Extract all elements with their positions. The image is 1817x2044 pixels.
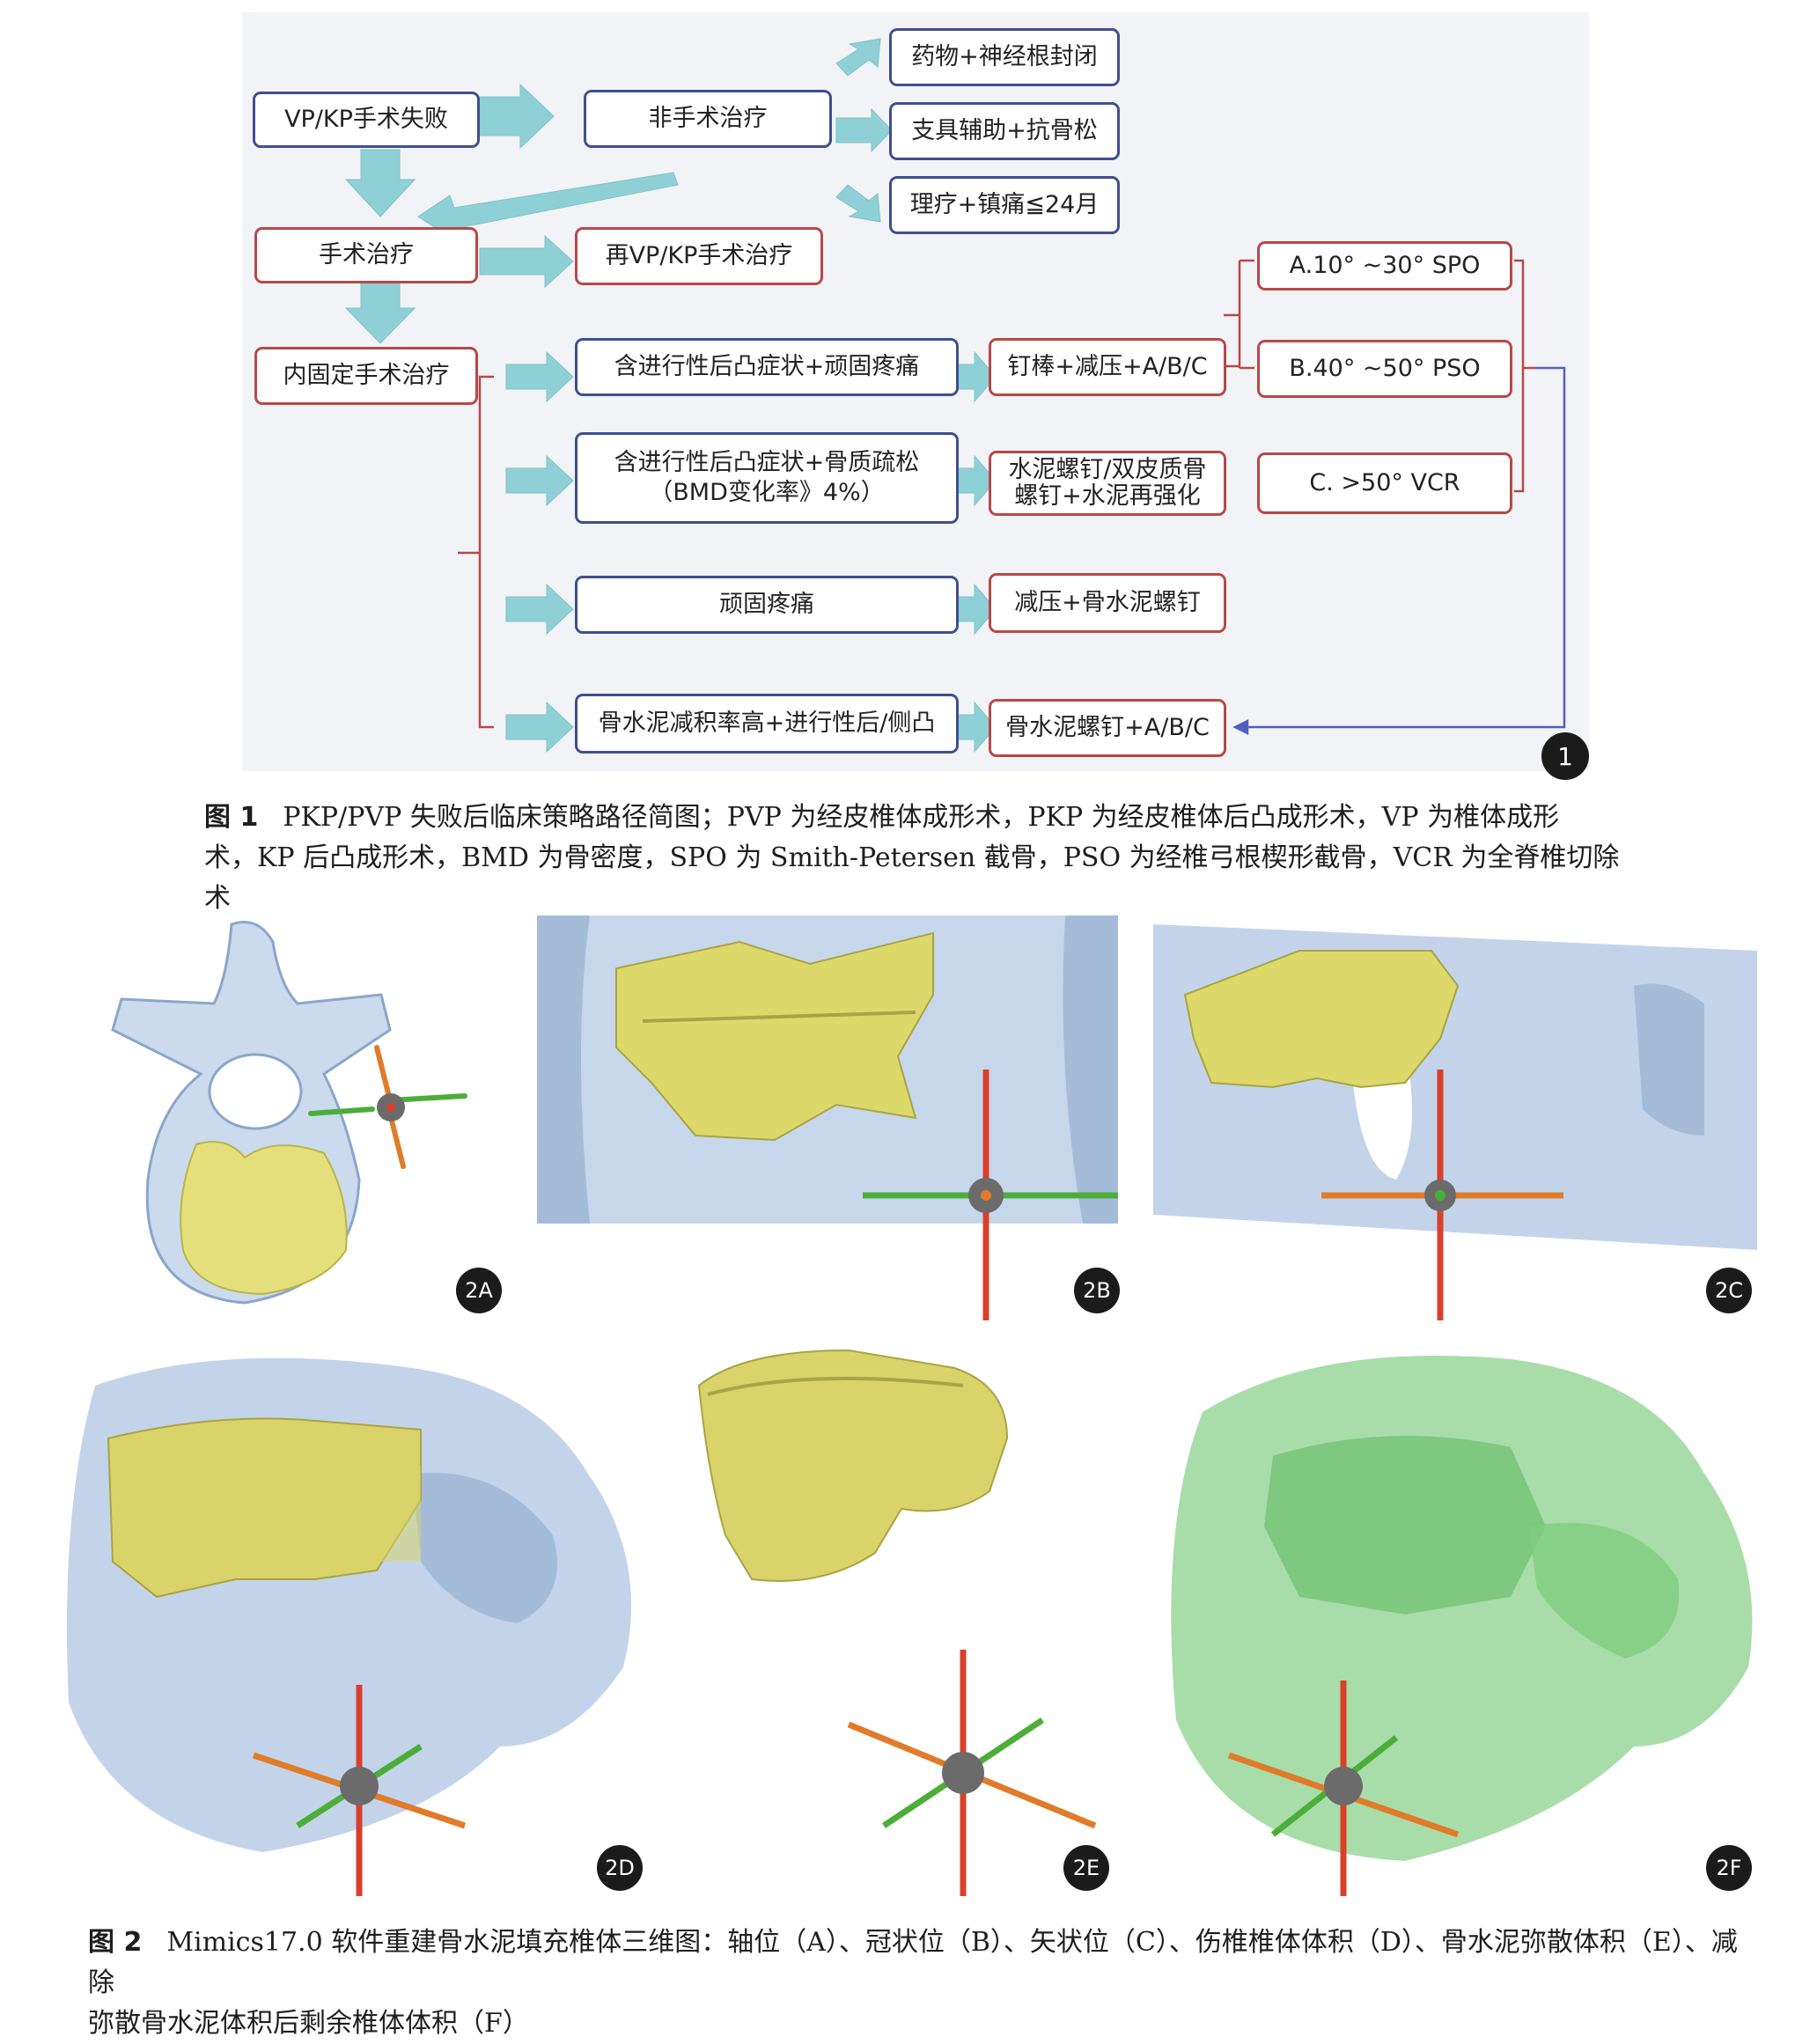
panel-2e-cement-volume: 2E bbox=[673, 1333, 1125, 1905]
arrow-to-cond4 bbox=[505, 701, 574, 754]
arrow-to-cond1 bbox=[505, 350, 574, 403]
box-treatment-cement-screw-line2: 螺钉+水泥再强化 bbox=[1014, 482, 1201, 510]
box-vpkp-fail-text: VP/KP手术失败 bbox=[284, 106, 448, 133]
box-vpkp-fail: VP/KP手术失败 bbox=[253, 92, 480, 148]
box-condition-kyphosis-pain: 含进行性后凸症状+顽固疼痛 bbox=[575, 338, 959, 396]
arrow-to-drug bbox=[835, 38, 881, 77]
flowchart-figure: VP/KP手术失败 非手术治疗 药物+神经根封闭 支具辅助+抗骨松 理疗+镇痛≦… bbox=[242, 12, 1589, 780]
arrow-to-cond3 bbox=[505, 583, 574, 636]
box-condition-kyphosis-osteoporosis: 含进行性后凸症状+骨质疏松 （BMD变化率》4%） bbox=[575, 432, 959, 524]
box-option-vcr: C. >50° VCR bbox=[1257, 452, 1512, 514]
panel-2f-residual-volume: 2F bbox=[1141, 1333, 1768, 1905]
figure2-caption-text1: Mimics17.0 软件重建骨水泥填充椎体三维图：轴位（A）、冠状位（B）、矢… bbox=[88, 1927, 1738, 1998]
box-condition-refractory-pain-text: 顽固疼痛 bbox=[719, 591, 814, 618]
panel-2b-label: 2B bbox=[1074, 1268, 1120, 1313]
panel-2d-render bbox=[67, 1357, 631, 1896]
panel-2b-coronal: 2B bbox=[519, 915, 1136, 1327]
box-treatment-rod-decompression-text: 钉棒+减压+A/B/C bbox=[1007, 353, 1208, 380]
arrow-to-revpkp bbox=[479, 234, 574, 289]
box-physio-text: 理疗+镇痛≦24月 bbox=[909, 191, 1100, 218]
box-treatment-decompression-screw: 减压+骨水泥螺钉 bbox=[989, 573, 1226, 633]
box-condition-cement-reduction: 骨水泥减积率高+进行性后/侧凸 bbox=[575, 694, 959, 754]
bracket-options-right bbox=[1514, 259, 1536, 493]
return-connector bbox=[1237, 366, 1566, 729]
box-internal-fixation: 内固定手术治疗 bbox=[254, 347, 478, 405]
box-drug: 药物+神经根封闭 bbox=[889, 28, 1120, 86]
figure1-number-badge: 1 bbox=[1541, 732, 1589, 780]
box-treatment-cement-screw-abc: 骨水泥螺钉+A/B/C bbox=[989, 699, 1226, 757]
box-drug-text: 药物+神经根封闭 bbox=[911, 43, 1098, 70]
bracket-options-left bbox=[1224, 259, 1254, 370]
arrow-to-physio bbox=[835, 184, 881, 223]
panel-2b-render bbox=[537, 915, 1118, 1320]
box-condition-refractory-pain: 顽固疼痛 bbox=[575, 576, 959, 634]
figure1-caption-text1: PKP/PVP 失败后临床策略路径简图；PVP 为经皮椎体成形术，PKP 为经皮… bbox=[283, 802, 1560, 833]
panel-2f-render bbox=[1171, 1356, 1753, 1896]
panel-2e-render bbox=[697, 1349, 1097, 1896]
box-surgical-text: 手术治疗 bbox=[319, 241, 414, 268]
arrow-to-internalfix bbox=[344, 281, 416, 344]
box-non-surgical: 非手术治疗 bbox=[584, 90, 832, 148]
figure1-caption-label: 图 1 bbox=[204, 802, 259, 833]
panel-2a-axial: 2A bbox=[42, 915, 518, 1327]
box-condition-cement-reduction-text: 骨水泥减积率高+进行性后/侧凸 bbox=[598, 710, 936, 737]
bracket-conditions bbox=[478, 375, 494, 729]
arrow-fail-to-surgical bbox=[344, 149, 416, 217]
figure1-caption-line1: 图 1 PKP/PVP 失败后临床策略路径简图；PVP 为经皮椎体成形术，PKP … bbox=[204, 798, 1630, 838]
box-condition-kyphosis-pain-text: 含进行性后凸症状+顽固疼痛 bbox=[614, 353, 920, 380]
box-surgical: 手术治疗 bbox=[254, 227, 478, 283]
box-brace: 支具辅助+抗骨松 bbox=[889, 102, 1120, 160]
figure2-caption-line2: 弥散骨水泥体积后剩余椎体体积（F） bbox=[88, 2008, 529, 2039]
figure1-caption: 图 1 PKP/PVP 失败后临床策略路径简图；PVP 为经皮椎体成形术，PKP … bbox=[204, 798, 1630, 919]
box-treatment-cement-screw: 水泥螺钉/双皮质骨 螺钉+水泥再强化 bbox=[989, 451, 1226, 516]
panel-2c-sagittal: 2C bbox=[1141, 915, 1768, 1327]
box-brace-text: 支具辅助+抗骨松 bbox=[911, 117, 1098, 144]
panel-2d-label: 2D bbox=[597, 1845, 643, 1891]
panel-2d-fractured-vertebra-volume: 2D bbox=[42, 1333, 658, 1905]
box-re-vpkp: 再VP/KP手术治疗 bbox=[575, 227, 823, 285]
panel-2e-label: 2E bbox=[1063, 1845, 1109, 1891]
panel-2a-label: 2A bbox=[456, 1268, 502, 1313]
return-arrowhead bbox=[1232, 718, 1249, 736]
box-option-vcr-text: C. >50° VCR bbox=[1309, 469, 1460, 496]
panel-2f-label: 2F bbox=[1706, 1845, 1752, 1891]
box-re-vpkp-text: 再VP/KP手术治疗 bbox=[605, 242, 793, 269]
box-treatment-rod-decompression: 钉棒+减压+A/B/C bbox=[989, 338, 1226, 396]
box-option-pso-text: B.40° ~50° PSO bbox=[1289, 355, 1481, 382]
box-option-spo: A.10° ~30° SPO bbox=[1257, 241, 1512, 290]
arrow-to-brace bbox=[835, 107, 893, 153]
box-treatment-cement-screw-abc-text: 骨水泥螺钉+A/B/C bbox=[1005, 714, 1210, 741]
box-option-spo-text: A.10° ~30° SPO bbox=[1289, 252, 1481, 279]
panel-2c-render bbox=[1153, 924, 1757, 1320]
box-treatment-cement-screw-line1: 水泥螺钉/双皮质骨 bbox=[1008, 456, 1207, 483]
box-internal-fixation-text: 内固定手术治疗 bbox=[283, 362, 450, 389]
box-condition-kyphosis-osteoporosis-line2: （BMD变化率》4%） bbox=[649, 479, 885, 506]
box-option-pso: B.40° ~50° PSO bbox=[1257, 340, 1512, 398]
box-treatment-decompression-screw-text: 减压+骨水泥螺钉 bbox=[1014, 589, 1201, 616]
box-physio: 理疗+镇痛≦24月 bbox=[889, 176, 1120, 234]
arrow-to-cond2 bbox=[505, 454, 574, 507]
box-non-surgical-text: 非手术治疗 bbox=[648, 105, 768, 132]
panel-2c-label: 2C bbox=[1706, 1268, 1752, 1313]
figure1-caption-line2: 术，KP 后凸成形术，BMD 为骨密度，SPO 为 Smith-Petersen… bbox=[204, 842, 1620, 914]
box-condition-kyphosis-osteoporosis-line1: 含进行性后凸症状+骨质疏松 bbox=[614, 449, 920, 476]
panel-2a-render bbox=[111, 921, 467, 1305]
figure2-caption-label: 图 2 bbox=[88, 1927, 143, 1958]
